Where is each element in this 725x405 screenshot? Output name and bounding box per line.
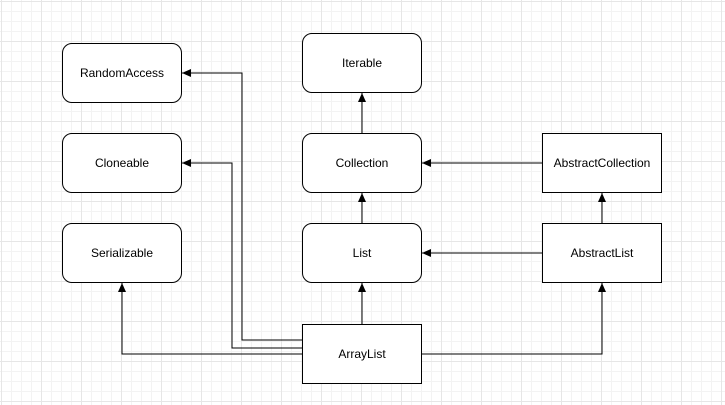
node-random-access[interactable]: RandomAccess <box>62 43 182 103</box>
node-serializable[interactable]: Serializable <box>62 223 182 283</box>
node-collection[interactable]: Collection <box>302 133 422 193</box>
node-cloneable[interactable]: Cloneable <box>62 133 182 193</box>
node-label: RandomAccess <box>79 66 165 80</box>
node-label: AbstractList <box>570 246 634 260</box>
node-label: Iterable <box>341 56 383 70</box>
edge-array-list-to-abstract-list <box>422 283 606 355</box>
edge-array-list-to-cloneable <box>182 159 302 349</box>
node-label: ArrayList <box>338 347 386 361</box>
node-abstract-collection[interactable]: AbstractCollection <box>542 133 662 193</box>
node-label: Collection <box>335 156 389 170</box>
node-iterable[interactable]: Iterable <box>302 33 422 93</box>
edge-array-list-to-random-access <box>182 69 302 341</box>
node-list[interactable]: List <box>302 223 422 283</box>
edge-array-list-to-serializable <box>118 283 302 355</box>
node-label: Serializable <box>90 246 154 260</box>
node-label: Cloneable <box>94 156 150 170</box>
node-label: AbstractCollection <box>553 156 651 170</box>
node-array-list[interactable]: ArrayList <box>302 324 422 384</box>
node-abstract-list[interactable]: AbstractList <box>542 223 662 283</box>
node-label: List <box>352 246 372 260</box>
